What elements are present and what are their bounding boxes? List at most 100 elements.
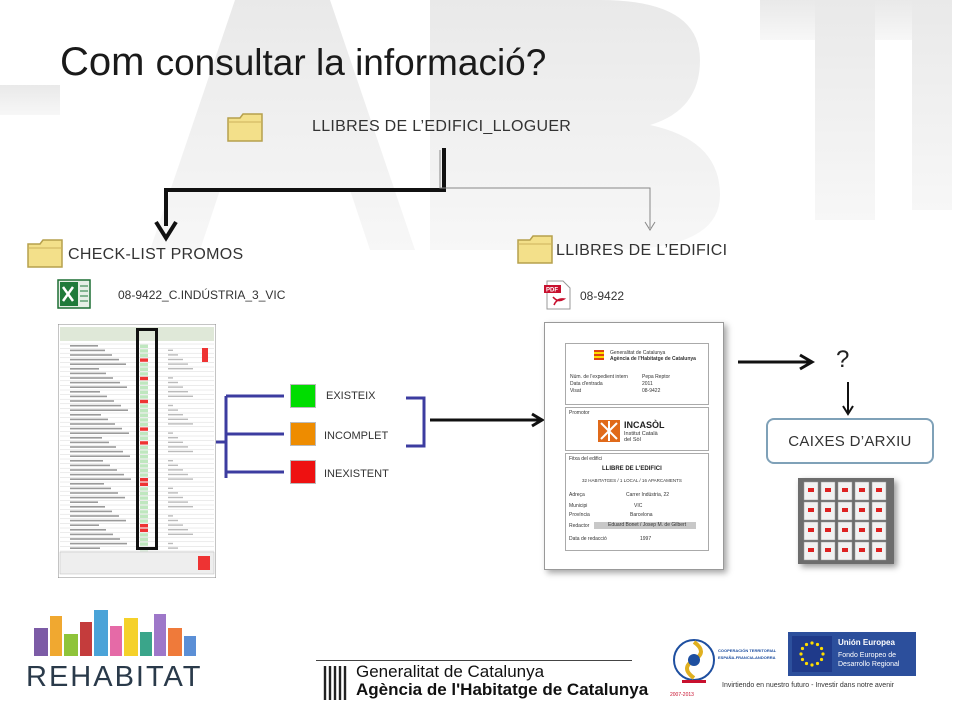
- sheet-status-cell: [140, 441, 148, 445]
- sheet-text-line: [70, 483, 104, 485]
- sheet-note-line: [168, 496, 183, 499]
- doc-detail-value: Eduard Bonet / Josep M. de Gilbert: [594, 522, 696, 529]
- title-rest: consultar la informació?: [155, 42, 547, 83]
- doc-row-key: Visat: [570, 388, 582, 394]
- eu-star: [815, 661, 820, 666]
- sheet-status-cell: [140, 501, 148, 505]
- legend-label-incomplet: INCOMPLET: [324, 430, 389, 442]
- legend-swatch-incomplet: [290, 422, 316, 446]
- archive-box-label: [859, 488, 865, 492]
- excel-file-icon[interactable]: [56, 278, 92, 310]
- archive-box-label: [859, 548, 865, 552]
- doc-fitxa-label: Fitxa del edifici: [569, 456, 603, 462]
- sheet-text-line: [70, 418, 108, 421]
- sheet-note-line: [168, 386, 183, 388]
- folder-icon: [227, 113, 263, 142]
- sheet-status-cell: [140, 395, 148, 399]
- archive-box-label: [808, 528, 814, 532]
- sheet-status-cell: [140, 445, 148, 450]
- sheet-note-line: [168, 492, 178, 494]
- sheet-note-line: [168, 519, 178, 522]
- doc-row-key: Núm. de l'expedient intern: [570, 374, 628, 380]
- sheet-text-line: [70, 354, 112, 356]
- archive-boxes-photo: [798, 478, 894, 564]
- sheet-note-line: [168, 464, 178, 466]
- sheet-status-cell: [140, 418, 148, 422]
- doc-detail-value: Carrer Indústria, 22: [626, 492, 670, 498]
- sheet-text-line: [70, 501, 98, 503]
- sheet-status-cell: [140, 505, 148, 509]
- archive-box-label: [808, 508, 814, 512]
- sheet-text-line: [70, 455, 130, 457]
- sheet-status-cell: [140, 344, 148, 348]
- legend-label-inexistent: INEXISTENT: [324, 468, 389, 480]
- sheet-text-line: [70, 377, 113, 379]
- archive-box-label: [842, 548, 848, 552]
- sheet-status-cell: [140, 422, 148, 427]
- sheet-text-line: [70, 519, 126, 522]
- doc-detail-key: Redactor: [569, 523, 590, 529]
- folder-label-lloguer: LLIBRES DE L’EDIFICI_LLOGUER: [312, 118, 572, 135]
- eu-star: [819, 657, 824, 662]
- sheet-text-line: [70, 506, 105, 508]
- archive-box-label: [842, 528, 848, 532]
- sheet-status-cell: [140, 409, 148, 413]
- sheet-status-cell: [140, 491, 148, 496]
- sheet-status-cell: [140, 404, 148, 408]
- incasol-sub2: del Sòl: [624, 437, 641, 443]
- sheet-status-cell: [140, 514, 148, 519]
- sheet-text-line: [70, 423, 115, 425]
- sheet-text-line: [70, 524, 99, 526]
- sheet-note-line: [168, 446, 188, 448]
- caixes-arxiu-box[interactable]: CAIXES D’ARXIU: [766, 418, 934, 464]
- archive-box-label: [808, 548, 814, 552]
- excel-file-name: 08-9422_C.INDÚSTRIA_3_VIC: [118, 288, 286, 302]
- generalitat-line2: Agència de l'Habitatge de Catalunya: [356, 680, 649, 699]
- doc-detail-key: Data de redacció: [569, 536, 607, 542]
- sheet-status-cell: [140, 349, 148, 353]
- eu-star: [819, 646, 824, 651]
- archive-box-label: [876, 548, 882, 552]
- sheet-note-line: [168, 542, 173, 545]
- eu-star: [810, 663, 814, 667]
- sheet-note-line: [168, 441, 183, 443]
- eu-star: [799, 652, 803, 656]
- archive-box-label: [825, 528, 831, 532]
- sheet-status-cell: [140, 390, 148, 394]
- sheet-status-cell: [140, 533, 148, 537]
- sheet-status-cell: [140, 376, 148, 381]
- doc-row-value: 08-9422: [642, 388, 661, 394]
- doc-detail-key: Municipi: [569, 503, 588, 509]
- doc-detail-value: 1997: [640, 536, 652, 542]
- legend-swatch-existeix: [290, 384, 316, 408]
- generalitat-line1: Generalitat de Catalunya: [356, 662, 545, 681]
- sheet-text-line: [70, 427, 122, 430]
- sheet-note-line: [168, 423, 193, 425]
- sheet-status-cell: [140, 537, 148, 542]
- doc-row-value: Pepa Reptor: [642, 374, 671, 380]
- eu-tagline: Invirtiendo en nuestro futuro - Investir…: [722, 682, 894, 689]
- sheet-note-line: [168, 363, 188, 365]
- sheet-text-line: [70, 450, 123, 453]
- poctefa-years: 2007-2013: [670, 692, 694, 698]
- rehabitat-text: REHABITAT: [26, 661, 202, 690]
- sheet-text-line: [70, 400, 114, 402]
- pdf-file-icon[interactable]: PDF: [544, 280, 572, 310]
- sheet-status-cell: [140, 399, 148, 404]
- doc-fitxa-box: Fitxa del edifici LLIBRE DE L'EDIFICI 32…: [565, 453, 709, 551]
- doc-detail-key: Província: [569, 512, 590, 518]
- pdf-document-page[interactable]: Generalitat de Catalunya Agència de l'Ha…: [544, 322, 724, 570]
- archive-box-label: [876, 508, 882, 512]
- eu-star: [810, 641, 814, 645]
- folder-label-llibres: LLIBRES DE L’EDIFICI: [556, 242, 728, 259]
- sheet-red-mark: [202, 348, 208, 362]
- doc-detail-value: Barcelona: [630, 512, 653, 518]
- sheet-text-line: [70, 409, 128, 411]
- sheet-text-line: [70, 349, 105, 352]
- doc-book-subtitle: 32 HABITATGES / 1 LOCAL / 16 APARCAMENTS: [582, 478, 682, 483]
- sheet-text-line: [70, 368, 99, 370]
- generalitat-emblem: [322, 664, 348, 702]
- eu-title: Unión Europea: [838, 638, 895, 647]
- sheet-text-line: [70, 533, 113, 536]
- sheet-note-line: [168, 533, 193, 535]
